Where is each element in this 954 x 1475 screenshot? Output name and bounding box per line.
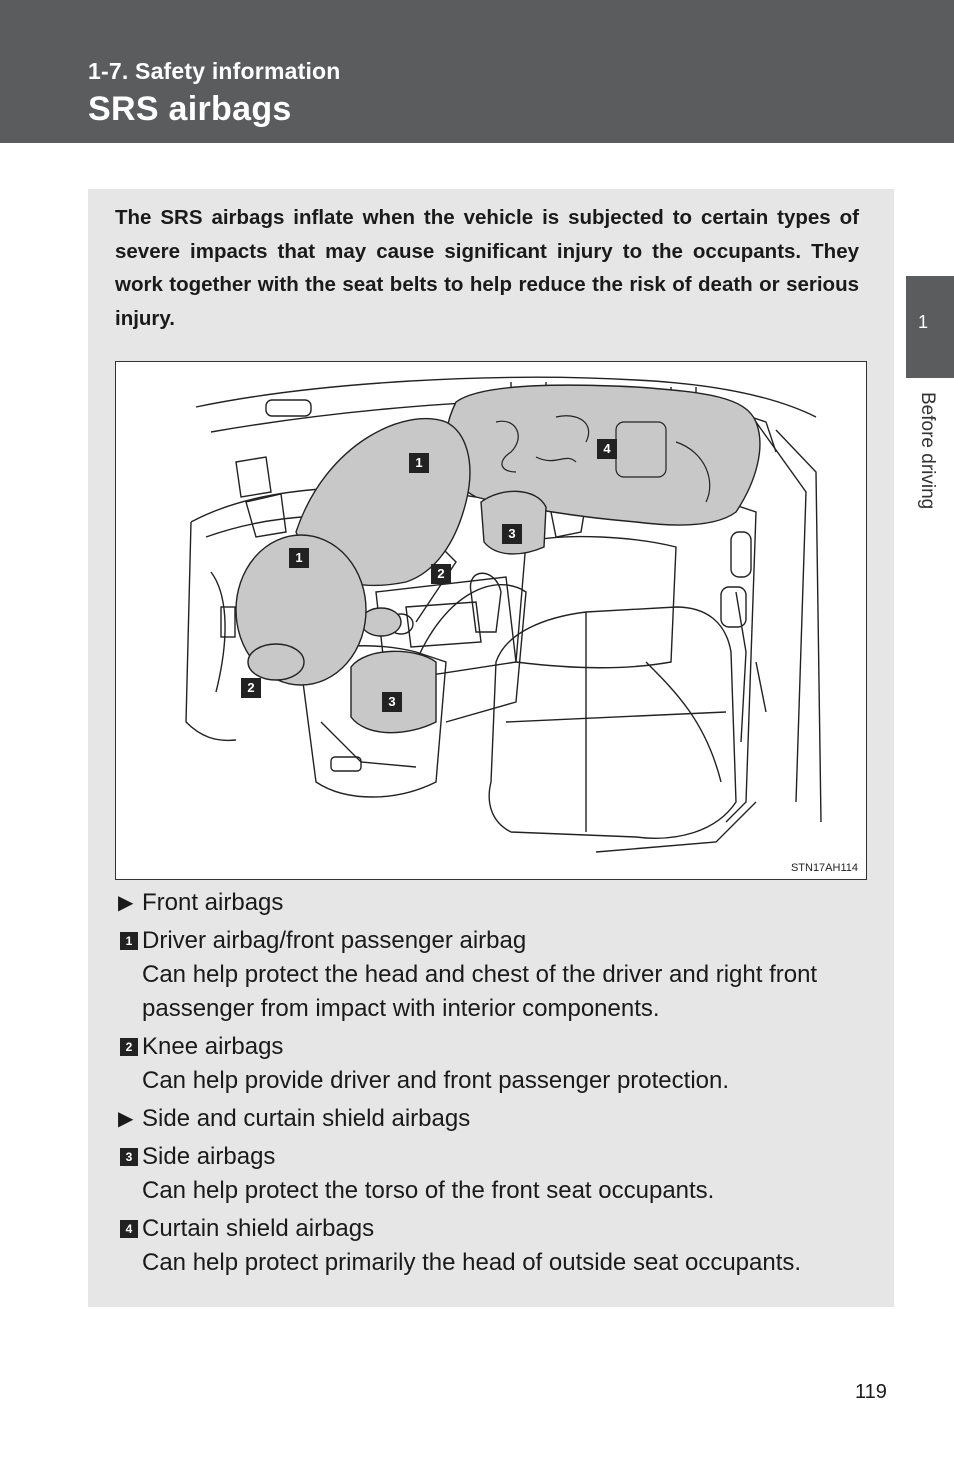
item-title: Knee airbags [142, 1033, 284, 1060]
list-item-2: 2 Knee airbags [118, 1030, 878, 1064]
item-description: Can help provide driver and front passen… [142, 1067, 730, 1094]
number-badge: 1 [120, 932, 138, 950]
chapter-label: Before driving [917, 392, 938, 510]
content-panel: The SRS airbags inflate when the vehicle… [88, 189, 894, 1307]
callout-1-passenger: 1 [409, 453, 429, 473]
triangle-bullet-icon: ▶ [118, 1108, 134, 1130]
item-title: Side airbags [142, 1143, 276, 1170]
list-item-3: 3 Side airbags [118, 1140, 878, 1174]
page-header: 1-7. Safety information SRS airbags [0, 0, 954, 143]
vehicle-interior-drawing [185, 376, 822, 853]
item-description: Can help protect the torso of the front … [142, 1177, 715, 1204]
list-heading-side: ▶ Side and curtain shield airbags [118, 1102, 878, 1136]
callout-1-driver: 1 [289, 548, 309, 568]
list-item-4: 4 Curtain shield airbags [118, 1212, 878, 1246]
item-description: Can help protect primarily the head of o… [142, 1249, 802, 1276]
callout-3-passenger: 3 [502, 524, 522, 544]
callout-2-passenger: 2 [431, 564, 451, 584]
callout-2-driver: 2 [241, 678, 261, 698]
side-airbags-heading: Side and curtain shield airbags [142, 1105, 471, 1132]
front-airbags-heading: Front airbags [142, 889, 284, 916]
intro-paragraph: The SRS airbags inflate when the vehicle… [115, 206, 859, 330]
list-item-1: 1 Driver airbag/front passenger airbag [118, 924, 878, 958]
triangle-bullet-icon: ▶ [118, 892, 134, 914]
chapter-tab: 1 [906, 276, 954, 378]
section-title: 1-7. Safety information [88, 58, 341, 84]
callout-3-driver: 3 [382, 692, 402, 712]
item-description: passenger from impact with interior comp… [142, 995, 660, 1022]
list-heading-front: ▶ Front airbags [118, 886, 878, 920]
page-number: 119 [855, 1381, 887, 1403]
number-badge: 3 [120, 1148, 138, 1166]
item-title: Driver airbag/front passenger airbag [142, 927, 527, 954]
figure-code: STN17AH114 [790, 862, 858, 874]
item-title: Curtain shield airbags [142, 1215, 375, 1242]
airbag-list: ▶ Front airbags 1 Driver airbag/front pa… [118, 886, 878, 1280]
page-title: SRS airbags [88, 90, 292, 128]
airbag-illustration: 1 1 2 2 3 3 4 STN17AH114 [115, 361, 867, 880]
chapter-number: 1 [917, 312, 928, 332]
callout-4-curtain: 4 [597, 439, 617, 459]
number-badge: 2 [120, 1038, 138, 1056]
number-badge: 4 [120, 1220, 138, 1238]
item-description: Can help protect the head and chest of t… [142, 961, 818, 988]
